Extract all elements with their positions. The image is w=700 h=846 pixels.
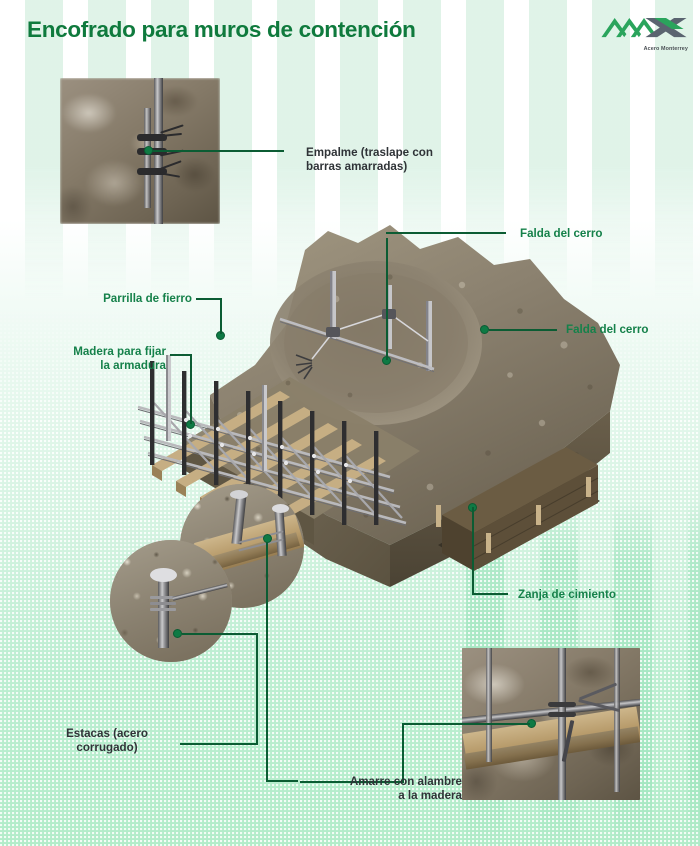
max-logo-mark	[601, 18, 687, 38]
annotation-zanja: Zanja de cimiento	[518, 588, 616, 601]
wire-tie-knot	[548, 712, 576, 717]
callout-line-madera-vertical	[190, 356, 192, 424]
annotation-madera-line1: Madera para fijar	[73, 345, 166, 358]
rebar-vertical-left	[486, 648, 492, 762]
rebar-vertical-second	[144, 108, 151, 208]
wire-tie	[137, 168, 167, 175]
wire-spray	[295, 354, 313, 380]
callout-line-amarre-photo	[402, 723, 530, 725]
annotation-amarre-line1: Amarre con alambre	[349, 775, 462, 788]
stake-head-front	[272, 504, 289, 513]
rebar-grid	[137, 355, 407, 545]
callout-line-parrilla-horizontal	[196, 298, 222, 300]
callout-line-estacas-v	[256, 633, 258, 745]
annotation-falda-cerro-right: Falda del cerro	[566, 323, 649, 336]
callout-line-falda-1-vertical	[386, 238, 388, 360]
annotation-estacas-line2: corrugado)	[76, 741, 138, 755]
callout-dot-falda-2	[480, 325, 489, 334]
annotation-estacas-line1: Estacas (acero	[66, 727, 148, 740]
callout-line-zanja-vertical	[472, 507, 474, 595]
tie-knots	[183, 417, 353, 484]
stake-spring-coil	[150, 608, 176, 611]
logo-tagline: Acero Monterrey	[643, 46, 688, 52]
callout-line-amarre-v	[266, 542, 268, 782]
stake-spring-coil	[150, 596, 176, 599]
slab-left-face	[210, 395, 390, 587]
annotation-empalme-line2: barras amarradas)	[306, 160, 408, 174]
callout-line-empalme	[152, 150, 284, 152]
callout-line-falda-1-horizontal	[386, 232, 506, 234]
annotation-falda-cerro-top: Falda del cerro	[520, 227, 603, 240]
page-title: Encofrado para muros de contención	[27, 17, 416, 42]
corrugated-stake	[158, 576, 169, 648]
stake-head	[150, 568, 177, 582]
stake-head-behind	[230, 490, 248, 499]
vertical-stakes	[150, 355, 379, 525]
photo-stake-background	[110, 540, 232, 662]
annotation-estacas: Estacas (acero corrugado)	[40, 727, 174, 755]
annotation-amarre: Amarre con alambre a la madera	[278, 775, 462, 803]
callout-line-zanja-horizontal	[472, 593, 508, 595]
annotation-madera-line2: la armadura	[100, 359, 166, 373]
max-logo: Acero Monterrey	[600, 14, 688, 52]
stake-spring-coil	[150, 602, 176, 605]
callout-line-parrilla-vertical	[220, 300, 222, 334]
wooden-formwork	[436, 447, 599, 571]
annotation-amarre-line2: a la madera	[398, 789, 462, 803]
annotation-empalme-line1: Empalme (traslape con	[306, 146, 433, 159]
photo-stake	[110, 540, 232, 662]
callout-line-estacas-h1	[182, 633, 258, 635]
callout-dot-estacas	[173, 629, 182, 638]
annotation-parrilla: Parrilla de fierro	[103, 292, 192, 305]
wire-tie	[137, 134, 167, 141]
rebar-vertical-right	[614, 648, 620, 792]
callout-line-amarre-photo-v	[402, 723, 404, 783]
callout-line-amarre-h	[266, 780, 298, 782]
callout-line-madera-horizontal	[170, 354, 192, 356]
callout-line-falda-2	[489, 329, 557, 331]
callout-line-estacas-h2	[180, 743, 258, 745]
annotation-madera: Madera para fijar la armadura	[24, 345, 166, 373]
wire-tie-knot	[548, 702, 576, 707]
annotation-empalme: Empalme (traslape con barras amarradas)	[306, 146, 496, 174]
callout-line-amarre-photo-h2	[300, 781, 404, 783]
rebar-vertical-main	[558, 648, 566, 800]
